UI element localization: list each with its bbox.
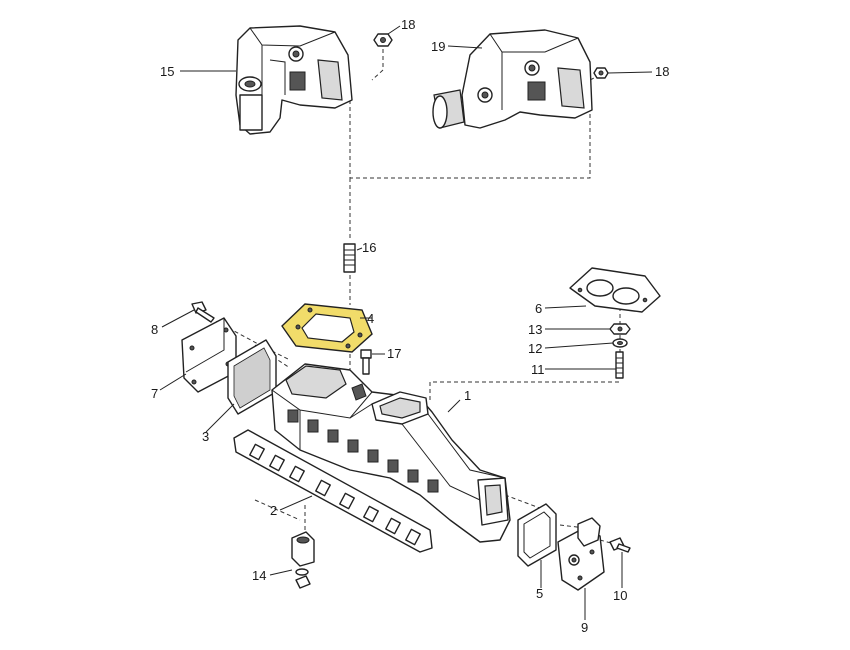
callout-labels: 15 18 19 18 16 6 13 12 11 4 17 8 7 3 1 2… bbox=[151, 17, 669, 635]
callout-12: 12 bbox=[528, 341, 542, 356]
part-11-stud bbox=[615, 351, 624, 379]
part-2-manifold-gasket bbox=[233, 429, 433, 553]
callout-7: 7 bbox=[151, 386, 158, 401]
part-1-exhaust-manifold bbox=[271, 363, 511, 543]
part-18-nut-top bbox=[373, 33, 393, 47]
part-8-screw bbox=[191, 301, 215, 323]
callout-18-top: 18 bbox=[401, 17, 415, 32]
callout-6: 6 bbox=[535, 301, 542, 316]
part-6-gasket bbox=[569, 267, 661, 313]
part-14-fitting bbox=[291, 531, 315, 589]
callout-14: 14 bbox=[252, 568, 266, 583]
leader-lines bbox=[159, 25, 653, 620]
callout-9: 9 bbox=[581, 620, 588, 635]
part-18-nut-right bbox=[593, 67, 609, 79]
part-9-outlet-cover bbox=[557, 517, 605, 591]
callout-18-right: 18 bbox=[655, 64, 669, 79]
callout-5: 5 bbox=[536, 586, 543, 601]
callout-17: 17 bbox=[387, 346, 401, 361]
part-7-cover-plate bbox=[181, 317, 237, 393]
part-3-gasket bbox=[227, 339, 277, 415]
part-4-gasket-highlighted bbox=[281, 303, 373, 353]
part-19-exhaust-elbow bbox=[432, 29, 593, 129]
part-17-bolt bbox=[360, 349, 372, 375]
part-5-gasket bbox=[517, 503, 557, 567]
part-13-nut bbox=[609, 323, 631, 335]
callout-16: 16 bbox=[362, 240, 376, 255]
callout-19: 19 bbox=[431, 39, 445, 54]
callout-15: 15 bbox=[160, 64, 174, 79]
part-15-exhaust-elbow bbox=[235, 25, 353, 135]
callout-3: 3 bbox=[202, 429, 209, 444]
manifold-port-row bbox=[287, 409, 439, 493]
callout-10: 10 bbox=[613, 588, 627, 603]
part-10-bolt bbox=[609, 537, 631, 553]
callout-11: 11 bbox=[531, 362, 545, 377]
callout-2: 2 bbox=[270, 503, 277, 518]
callout-8: 8 bbox=[151, 322, 158, 337]
callout-13: 13 bbox=[528, 322, 542, 337]
part-12-washer bbox=[612, 338, 628, 348]
part-16-stud bbox=[343, 243, 356, 273]
callout-4: 4 bbox=[367, 311, 374, 326]
callout-1: 1 bbox=[464, 388, 471, 403]
